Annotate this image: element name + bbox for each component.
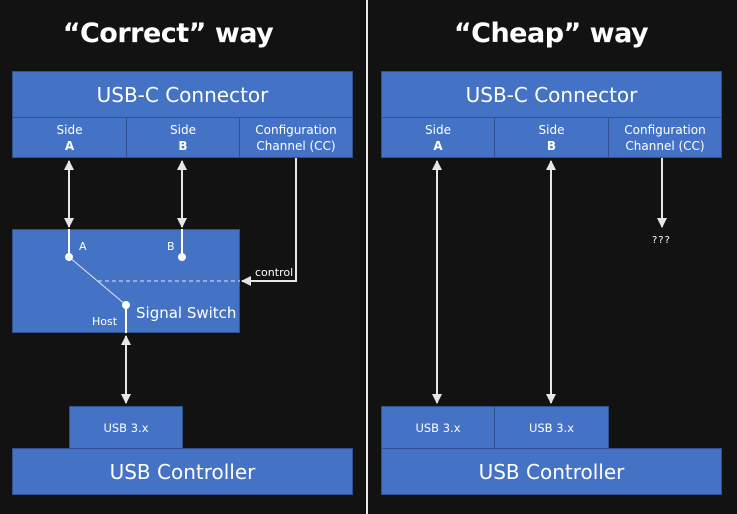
right-cell-cc-line1: Configuration [624, 122, 706, 137]
right-title: “Cheap” way [453, 18, 649, 49]
right-cell-side-a-line1: Side [425, 122, 451, 137]
left-cell-side-a: Side A [12, 117, 127, 158]
left-connector-header: USB-C Connector [12, 71, 353, 118]
right-cell-cc-line2: Channel (CC) [625, 138, 705, 153]
right-cell-side-b-line2: B [546, 138, 557, 153]
panel-divider [366, 0, 368, 514]
right-usb-port-2: USB 3.x [494, 406, 609, 449]
left-cell-cc-line1: Configuration [255, 122, 337, 137]
left-cell-cc: Configuration Channel (CC) [239, 117, 353, 158]
right-usb-port-1: USB 3.x [381, 406, 495, 449]
control-label: control [255, 266, 294, 279]
switch-host-label: Host [92, 315, 118, 328]
left-cell-side-b-line1: Side [170, 122, 196, 137]
left-usb-controller: USB Controller [12, 448, 353, 495]
left-cell-cc-line2: Channel (CC) [256, 138, 336, 153]
cc-unknown-label: ??? [652, 235, 671, 246]
left-cell-side-b: Side B [126, 117, 240, 158]
switch-lever [68, 256, 127, 306]
left-cell-side-a-line2: A [64, 138, 75, 153]
left-usb-port-label: USB 3.x [103, 420, 149, 435]
right-cell-side-b-line1: Side [538, 122, 565, 137]
left-cell-side-b-line2: B [178, 138, 188, 153]
signal-switch-label: Signal Switch [136, 304, 237, 322]
right-usb-port-1-label: USB 3.x [415, 420, 461, 435]
switch-pin-a-label: A [79, 240, 87, 253]
left-usb-controller-label: USB Controller [109, 459, 256, 484]
right-connector-label: USB-C Connector [465, 82, 638, 107]
right-usb-controller-label: USB Controller [478, 459, 625, 484]
right-usb-controller: USB Controller [381, 448, 722, 495]
left-title: “Correct” way [62, 18, 274, 49]
right-cell-side-a-line2: A [433, 138, 443, 153]
left-connector-label: USB-C Connector [96, 82, 269, 107]
switch-pin-b-label: B [167, 240, 175, 253]
left-cell-side-a-line1: Side [56, 122, 83, 137]
cc-control-arrow [241, 158, 297, 286]
right-cell-cc: Configuration Channel (CC) [608, 117, 722, 158]
switch-pin-b-dot [178, 253, 186, 261]
right-usb-port-2-label: USB 3.x [528, 420, 575, 435]
